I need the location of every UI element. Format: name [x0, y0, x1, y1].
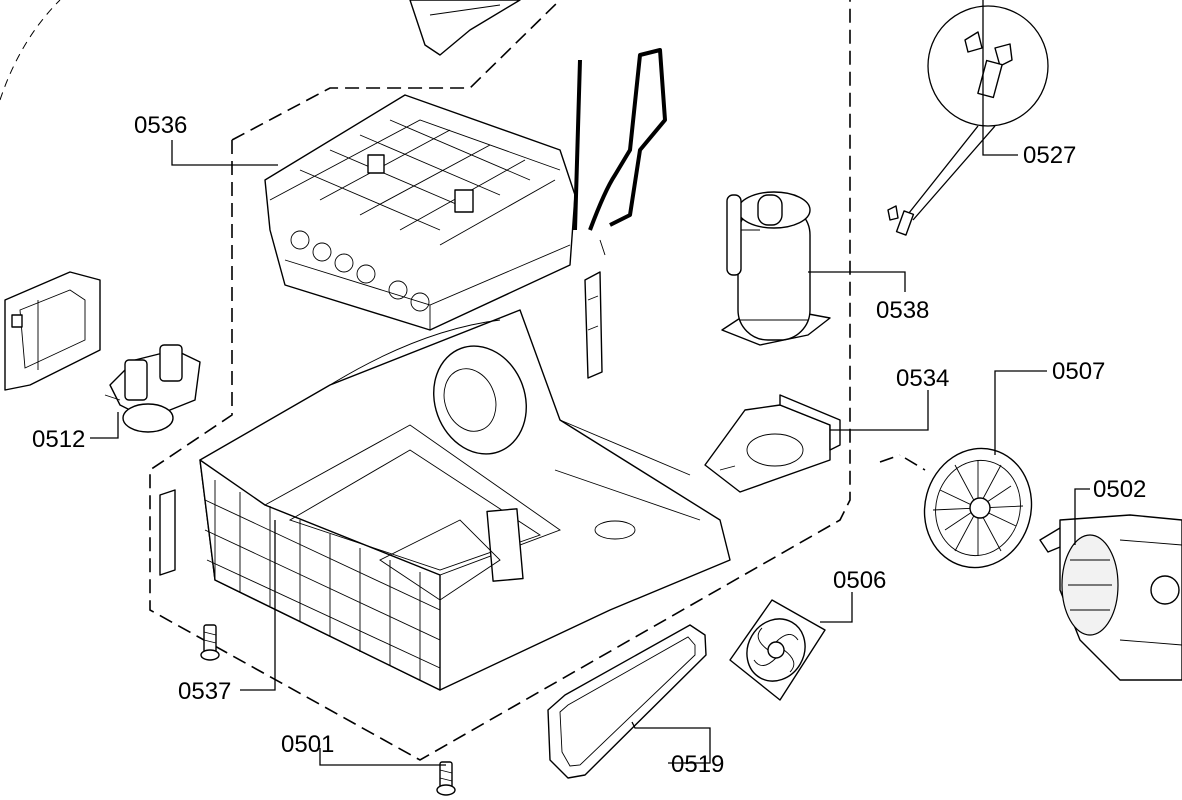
bracket-icon [584, 271, 603, 379]
mounting-bracket-icon [704, 394, 841, 493]
callout-0501: 0501 [281, 731, 334, 758]
callout-0527: 0527 [1023, 142, 1076, 169]
bracket-top-icon [409, 0, 521, 56]
callout-0506: 0506 [833, 567, 886, 594]
callout-0537: 0537 [178, 678, 231, 705]
heat-exchanger-icon [264, 94, 576, 331]
leader-lines [90, 0, 1090, 766]
callout-0538: 0538 [876, 297, 929, 324]
assembly-boundary [149, 0, 926, 761]
callout-0536: 0536 [134, 112, 187, 139]
callout-0534: 0534 [896, 365, 949, 392]
pipe-icon [573, 48, 667, 256]
base-housing-icon [159, 309, 731, 691]
compressor-icon [721, 191, 831, 346]
boundary-arc [0, 0, 61, 101]
screw-icon [436, 761, 456, 796]
cooling-fan-icon [729, 599, 826, 701]
callout-0512: 0512 [32, 426, 85, 453]
seal-gasket-icon [547, 624, 707, 779]
motor-icon [1039, 514, 1182, 681]
pump-bracket-icon [4, 271, 101, 391]
callout-0507: 0507 [1052, 358, 1105, 385]
callout-0502: 0502 [1093, 476, 1146, 503]
pump-icon [104, 344, 201, 433]
temperature-sensor-icon [887, 5, 1049, 236]
fan-wheel-icon [923, 447, 1033, 569]
screw-icon [200, 624, 220, 661]
callout-0519: 0519 [671, 751, 724, 778]
